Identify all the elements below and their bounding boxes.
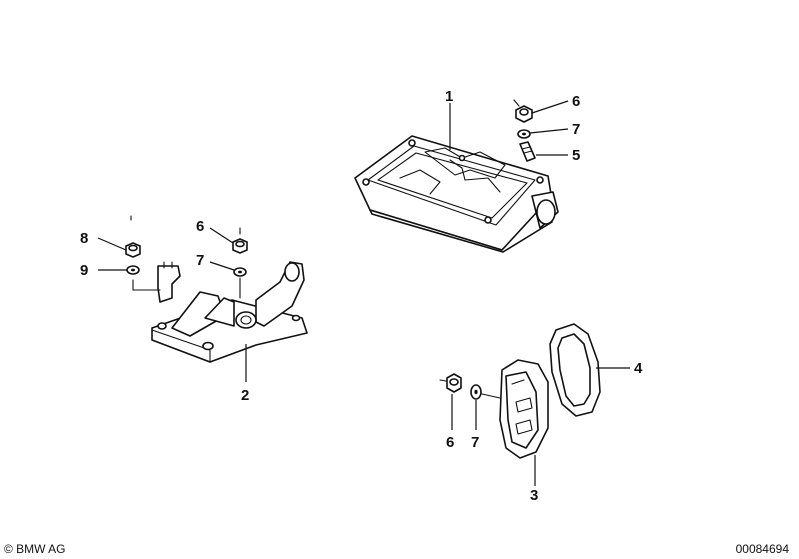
diagram-number: 00084694 xyxy=(735,542,789,556)
tank-fasteners xyxy=(513,99,569,162)
cover-plate-part-3 xyxy=(499,359,549,486)
callout-9: 9 xyxy=(80,262,88,279)
callout-4: 4 xyxy=(634,360,643,377)
callout-8: 8 xyxy=(80,230,88,247)
callout-7-tank: 7 xyxy=(572,121,580,138)
callout-1: 1 xyxy=(445,88,453,105)
callout-6-tank: 6 xyxy=(572,93,580,110)
copyright-label: © BMW AG xyxy=(4,542,66,556)
callout-7-bracket: 7 xyxy=(196,252,204,269)
callout-6-cover: 6 xyxy=(446,434,454,451)
cover-fasteners xyxy=(439,373,501,430)
gasket-part-4 xyxy=(549,323,630,417)
callout-5: 5 xyxy=(572,147,580,164)
callout-3: 3 xyxy=(530,487,538,504)
bracket-fasteners xyxy=(97,215,248,299)
float-chamber-part-1 xyxy=(354,103,559,253)
mounting-bracket-part-2 xyxy=(151,261,308,382)
callout-7-cover: 7 xyxy=(471,434,479,451)
callout-2: 2 xyxy=(241,387,249,404)
callout-6-bracket: 6 xyxy=(196,218,204,235)
callout-labels: 1 6 7 5 8 9 6 7 2 4 6 7 3 xyxy=(80,88,643,504)
